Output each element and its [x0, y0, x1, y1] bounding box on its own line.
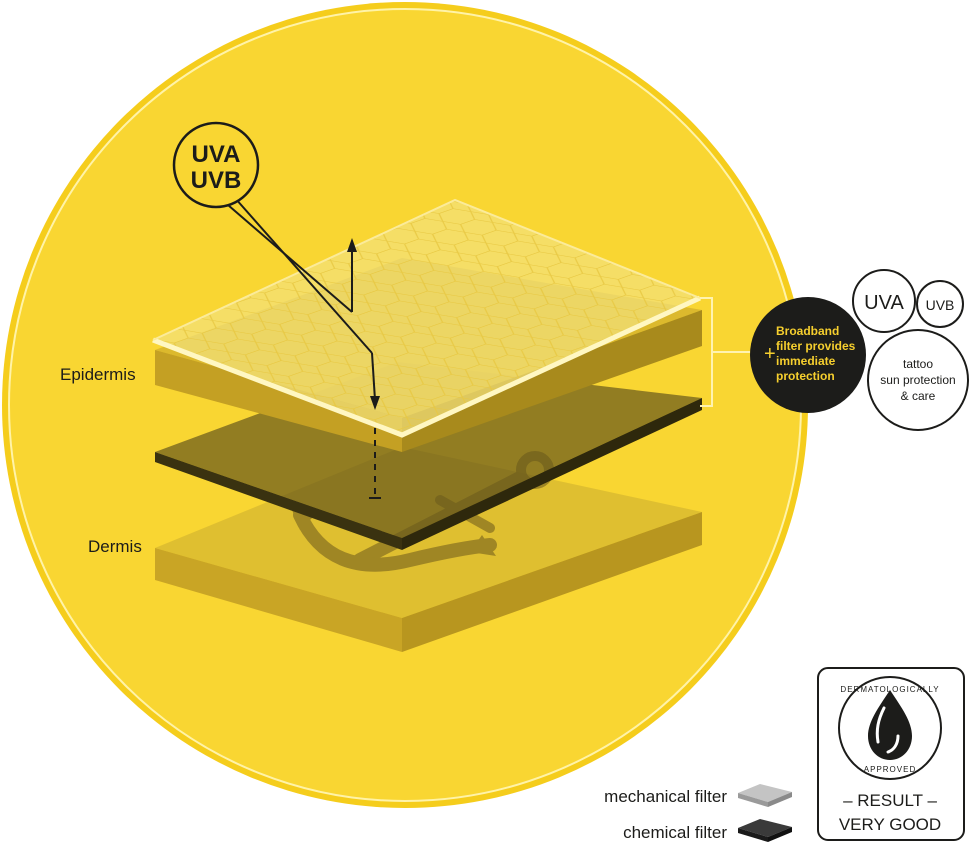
certificate-seal-circle [838, 676, 942, 780]
product-badge-line-1: Broadband [776, 324, 839, 338]
care-line-1: tattoo [903, 357, 933, 371]
care-line-3: & care [901, 389, 936, 403]
legend: mechanical filter chemical filter [604, 784, 792, 842]
product-badge-black-circle [750, 297, 866, 413]
legend-chemical-label: chemical filter [623, 823, 727, 842]
care-circle [867, 329, 969, 431]
certificate-result-line-1: – RESULT – [843, 791, 937, 810]
care-line-2: sun protection [880, 373, 955, 387]
uva-circle [852, 269, 916, 333]
mechanical-filter-layer [152, 198, 702, 438]
uvb-label: UVB [926, 297, 955, 313]
label-epidermis: Epidermis [60, 365, 136, 384]
product-badge-line-4: protection [776, 369, 835, 383]
product-badge: + Broadband filter provides immediate pr… [750, 269, 969, 431]
uv-label-top: UVA [192, 141, 241, 168]
uvb-circle [916, 280, 964, 328]
product-badge-line-2: filter provides [776, 339, 856, 353]
certificate-result-line-2: VERY GOOD [839, 815, 941, 834]
uv-ray-arrows [227, 197, 381, 499]
uv-label-bottom: UVB [191, 167, 242, 194]
uv-source-badge: UVA UVB [172, 121, 260, 209]
legend-mechanical-label: mechanical filter [604, 787, 727, 806]
certificate-box: DERMATOLOGICALLY APPROVED – RESULT – VER… [817, 667, 965, 841]
product-badge-line-3: immediate [776, 354, 836, 368]
uva-label: UVA [864, 292, 904, 314]
label-dermis: Dermis [88, 537, 142, 556]
certificate-arc-bottom: APPROVED [864, 765, 916, 774]
certificate-arc-top: DERMATOLOGICALLY [840, 685, 939, 694]
product-badge-plus: + [764, 343, 776, 365]
legend-chemical-swatch [738, 819, 792, 842]
legend-mechanical-swatch [738, 784, 792, 807]
layers-bracket [700, 297, 750, 407]
